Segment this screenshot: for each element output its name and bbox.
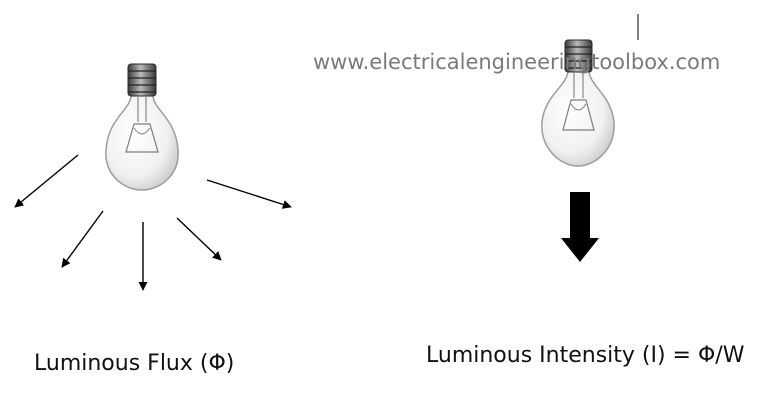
flux-arrow-icon	[14, 154, 79, 208]
watermark-url: www.electricalengineeringtoolbox.com	[313, 50, 721, 74]
flux-arrow-icon	[61, 210, 104, 268]
flux-arrow-icon	[206, 179, 292, 209]
thick-down-arrow-icon	[561, 192, 599, 262]
left-bulb-icon	[105, 63, 179, 191]
right-bulb-icon	[541, 39, 615, 167]
luminous-flux-label: Luminous Flux (Φ)	[34, 351, 235, 376]
flux-arrow-icon	[176, 217, 222, 261]
luminous-intensity-label: Luminous Intensity (I) = Φ/W	[426, 343, 745, 368]
flux-rays	[14, 154, 292, 291]
